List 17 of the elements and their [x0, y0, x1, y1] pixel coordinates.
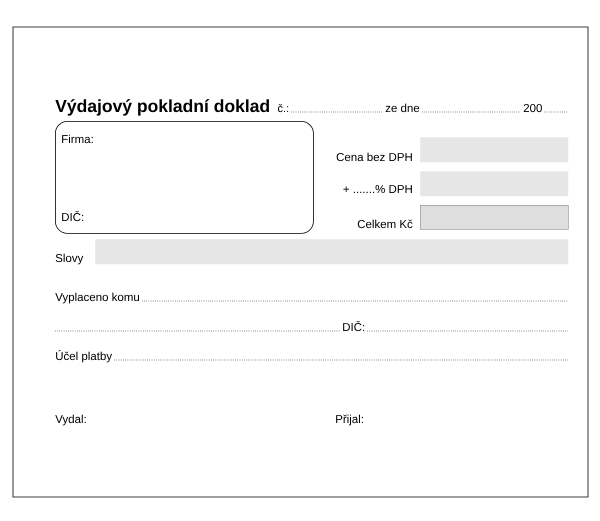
form-label: 200	[524, 104, 542, 112]
amount-field	[420, 205, 569, 230]
amount-field	[95, 239, 568, 264]
field-label: Celkem Kč	[358, 220, 412, 228]
field-label: Cena bez DPH	[336, 152, 412, 162]
amount-field	[420, 137, 568, 162]
form-label: Vydal:	[55, 414, 86, 426]
field-label: Slovy	[56, 254, 84, 264]
field-label: + .......% DPH	[343, 185, 412, 194]
company-panel: Firma: DIČ:	[55, 121, 314, 234]
amount-field	[420, 171, 568, 196]
form-label: ze dne	[386, 104, 420, 112]
form-label: Účel platby	[56, 350, 112, 362]
form-title: Výdajový pokladní doklad	[55, 99, 269, 116]
form-label: Přijal:	[336, 414, 363, 426]
form-label: DIČ:	[343, 320, 364, 332]
form-label: Vyplaceno komu	[55, 292, 139, 304]
